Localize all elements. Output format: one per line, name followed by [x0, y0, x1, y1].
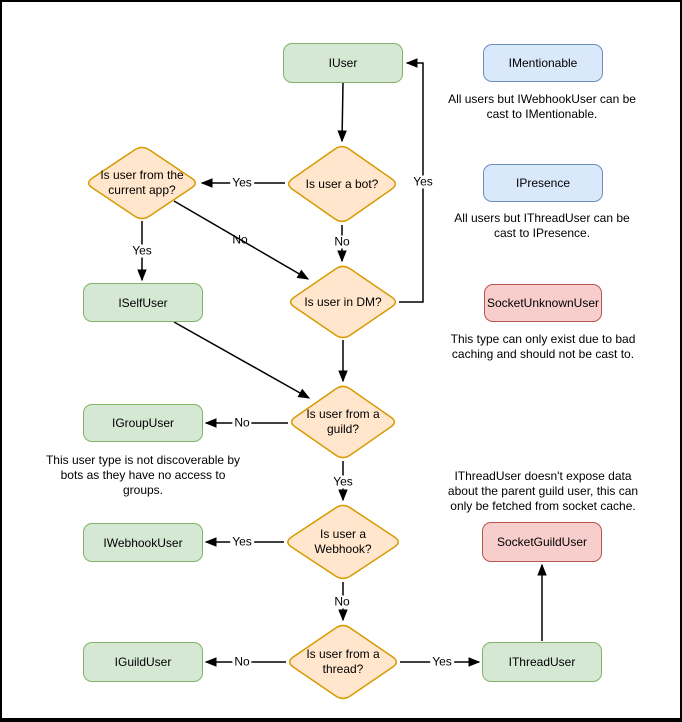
edge-label-currentapp-yes: Yes [130, 243, 154, 258]
node-imentionable: IMentionable [483, 44, 603, 82]
edge-label-webhook-no: No [332, 594, 352, 609]
decision-is-user-in-dm: Is user in DM? [287, 264, 399, 340]
edge-label-guild-yes: Yes [331, 474, 355, 489]
edge-iuser-to-bot [337, 82, 347, 143]
node-ipresence: IPresence [483, 164, 603, 202]
node-iselfuser: ISelfUser [83, 283, 203, 322]
node-igroupuser: IGroupUser [83, 404, 203, 442]
node-iwebhookuser-label: IWebhookUser [103, 535, 183, 550]
node-ithreaduser: IThreadUser [482, 642, 602, 682]
caption-socketunknownuser: This type can only exist due to bad cach… [450, 332, 636, 361]
node-imentionable-label: IMentionable [508, 56, 578, 70]
node-iuser-label: IUser [328, 56, 358, 70]
edge-label-bot-no: No [332, 234, 352, 249]
node-socketunknownuser-label: SocketUnknownUser [486, 296, 600, 310]
edge-label-webhook-yes: Yes [230, 534, 254, 549]
node-iguilduser-label: IGuildUser [114, 655, 172, 669]
node-ipresence-label: IPresence [515, 176, 571, 190]
node-iguilduser: IGuildUser [83, 642, 203, 682]
decision-is-user-a-bot: Is user a bot? [285, 144, 399, 224]
decision-label: Is user a bot? [305, 176, 379, 191]
node-socketguilduser-label: SocketGuildUser [496, 535, 588, 549]
edge-label-dm-yes: Yes [411, 174, 435, 189]
decision-label: Is user in DM? [304, 294, 382, 309]
caption-imentionable: All users but IWebhookUser can be cast t… [448, 92, 636, 121]
diamond-shape [287, 504, 399, 580]
edge-label-thread-yes: Yes [430, 654, 454, 669]
node-igroupuser-label: IGroupUser [111, 416, 175, 430]
diamond-shape [287, 145, 397, 223]
edge-label-bot-yes: Yes [230, 175, 254, 190]
diamond-shape [87, 146, 197, 220]
diamond-shape [289, 265, 397, 339]
caption-ipresence: All users but IThreadUser can be cast to… [454, 211, 630, 240]
node-ithreaduser-label: IThreadUser [508, 655, 576, 669]
diamond-shape [288, 624, 398, 700]
node-socketguilduser: SocketGuildUser [482, 522, 602, 562]
caption-ithreaduser: IThreadUser doesn't expose data about th… [447, 469, 639, 513]
edge-label-thread-no: No [232, 654, 252, 669]
node-iuser: IUser [283, 43, 403, 83]
node-socketunknownuser: SocketUnknownUser [484, 284, 602, 322]
caption-igroupuser: This user type is not discoverable by bo… [45, 453, 241, 497]
diamond-shape [290, 385, 396, 459]
node-iselfuser-label: ISelfUser [118, 295, 168, 310]
node-iwebhookuser: IWebhookUser [83, 523, 203, 562]
edge-label-currentapp-no: No [232, 232, 248, 247]
edge-label-guild-no: No [232, 415, 252, 430]
